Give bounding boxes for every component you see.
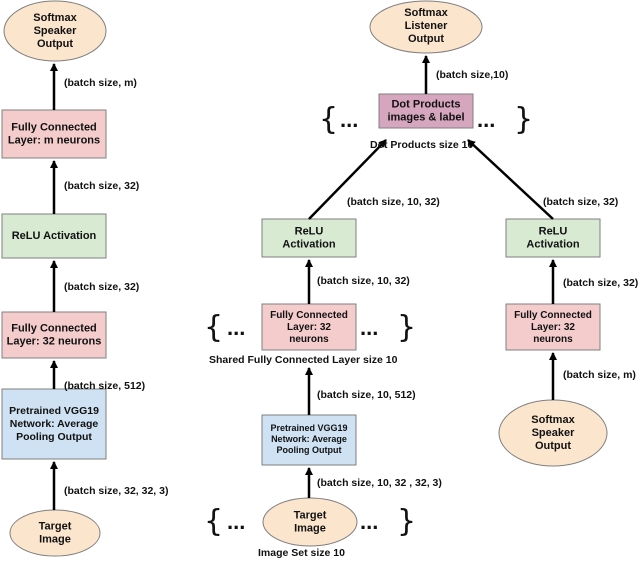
- listener-edge-label: (batch size,10): [436, 69, 508, 81]
- dot-products-right-ellipsis: ...: [477, 107, 495, 132]
- mid-edge-label-2: (batch size, 10, 512): [317, 389, 416, 401]
- left-edge-label-4: (batch size, 32): [64, 180, 139, 192]
- mid-arrow-4: [308, 139, 387, 220]
- shared-fc-left-brace: {: [204, 310, 223, 345]
- image-set-left-brace: {: [204, 504, 223, 539]
- right-fc-node: [505, 303, 601, 351]
- left-edge-label-2: (batch size, 512): [64, 380, 145, 392]
- image-set-caption: Image Set size 10: [258, 547, 345, 559]
- shared-fc-right-brace: }: [397, 310, 416, 345]
- right-edge-label-1: (batch size, m): [563, 369, 636, 381]
- left-softmax-speaker-node: [3, 0, 107, 62]
- shared-fc-right-ellipsis: ...: [360, 315, 378, 340]
- image-set-right-brace: }: [397, 504, 416, 539]
- dot-products-left-ellipsis: ...: [340, 107, 358, 132]
- dot-products-node: [378, 93, 474, 129]
- mid-edge-label-4: (batch size, 10, 32): [347, 196, 440, 208]
- mid-edge-label-1: (batch size, 10, 32 , 32, 3): [317, 477, 442, 489]
- image-set-right-ellipsis: ...: [360, 509, 378, 534]
- left-edge-label-1: (batch size, 32, 32, 3): [64, 485, 168, 497]
- left-edge-label-3: (batch size, 32): [64, 281, 139, 293]
- softmax-listener-node: [369, 0, 483, 54]
- shared-fc-caption: Shared Fully Connected Layer size 10: [209, 354, 398, 366]
- mid-edge-label-3: (batch size, 10, 32): [317, 275, 410, 287]
- shared-fc-left-ellipsis: ...: [227, 315, 245, 340]
- left-relu-label: ReLU Activation: [12, 230, 97, 242]
- right-edge-label-3: (batch size, 32): [543, 196, 618, 208]
- right-relu-node: [505, 218, 601, 258]
- mid-vgg-node: [261, 414, 357, 466]
- left-edge-label-5: (batch size, m): [64, 77, 137, 89]
- mid-fc-node: [261, 303, 357, 351]
- dot-products-left-brace: {: [319, 102, 338, 137]
- dot-products-caption: Dot Products size 10: [370, 139, 473, 151]
- right-arrow-3: [467, 139, 554, 220]
- left-vgg-node: [1, 388, 107, 460]
- right-edge-label-2: (batch size, 32): [563, 277, 638, 289]
- left-fcm-node: [1, 109, 107, 159]
- image-set-left-ellipsis: ...: [227, 509, 245, 534]
- dot-products-right-brace: }: [514, 102, 533, 137]
- left-relu-node: [1, 213, 107, 259]
